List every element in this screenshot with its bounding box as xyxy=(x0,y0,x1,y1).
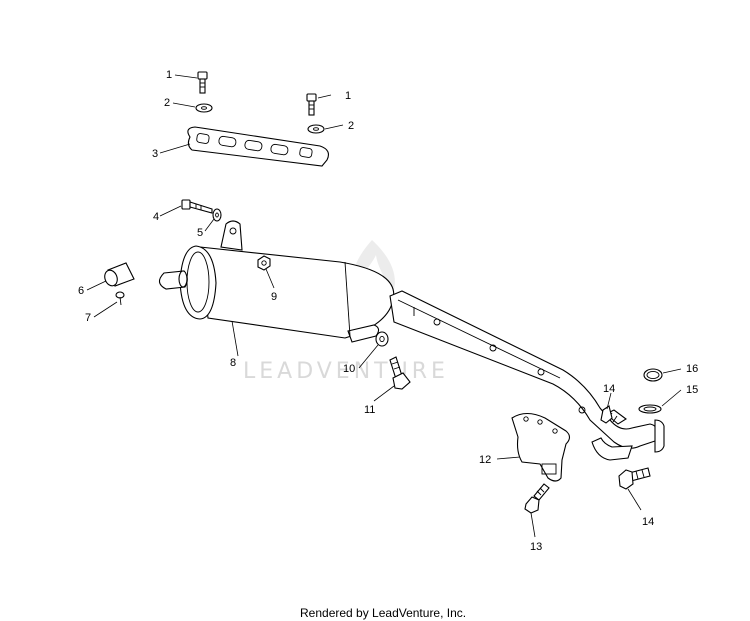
callout-labels: 1 1 2 2 3 4 5 6 7 8 9 10 11 12 13 14 14 … xyxy=(78,69,698,553)
callout-5: 5 xyxy=(197,227,203,239)
bolt-11[interactable] xyxy=(389,356,411,390)
bolt-13[interactable] xyxy=(524,483,550,514)
washer-5[interactable] xyxy=(212,208,222,222)
callout-13: 13 xyxy=(530,541,542,553)
watermark-text: LEADVENTURE xyxy=(243,359,449,384)
heat-shield-bracket-3[interactable] xyxy=(187,126,329,167)
washer-2-right[interactable] xyxy=(307,124,325,134)
washer-2-left[interactable] xyxy=(195,103,213,113)
watermark: LEADVENTURE xyxy=(243,240,449,384)
callout-2-left: 2 xyxy=(164,97,170,109)
spark-arrestor-tip-6[interactable] xyxy=(103,262,135,288)
callout-15: 15 xyxy=(686,384,698,396)
screw-7[interactable] xyxy=(115,291,125,306)
callout-8: 8 xyxy=(230,357,236,369)
washer-10[interactable] xyxy=(375,331,389,347)
mount-bracket-12[interactable] xyxy=(511,412,571,482)
callout-14-upper: 14 xyxy=(603,383,615,395)
nut-9[interactable] xyxy=(257,255,271,271)
exhaust-pipe[interactable] xyxy=(389,290,665,461)
bolt-1-left[interactable] xyxy=(197,71,208,94)
bolt-14-lower[interactable] xyxy=(618,467,651,490)
callout-1-left: 1 xyxy=(166,69,172,81)
bolt-1-right[interactable] xyxy=(306,93,317,116)
callout-11: 11 xyxy=(364,404,375,416)
gasket-15[interactable] xyxy=(638,404,662,414)
muffler-8[interactable] xyxy=(158,220,395,343)
callout-6: 6 xyxy=(78,285,84,297)
callout-16: 16 xyxy=(686,363,698,375)
seal-ring-16[interactable] xyxy=(643,368,663,382)
callout-7: 7 xyxy=(85,312,91,324)
callout-9: 9 xyxy=(271,291,277,303)
bolt-14-upper[interactable] xyxy=(600,405,627,425)
callout-10: 10 xyxy=(343,363,355,375)
render-credit: Rendered by LeadVenture, Inc. xyxy=(300,606,466,620)
leader-lines xyxy=(86,74,682,538)
callout-2-right: 2 xyxy=(348,120,354,132)
bolt-4[interactable] xyxy=(181,199,213,214)
callout-1-right: 1 xyxy=(345,90,351,102)
callout-4: 4 xyxy=(153,211,159,223)
callout-12: 12 xyxy=(479,454,491,466)
callout-14-lower: 14 xyxy=(642,516,654,528)
callout-3: 3 xyxy=(152,148,158,160)
watermark-flame-icon xyxy=(351,240,395,305)
